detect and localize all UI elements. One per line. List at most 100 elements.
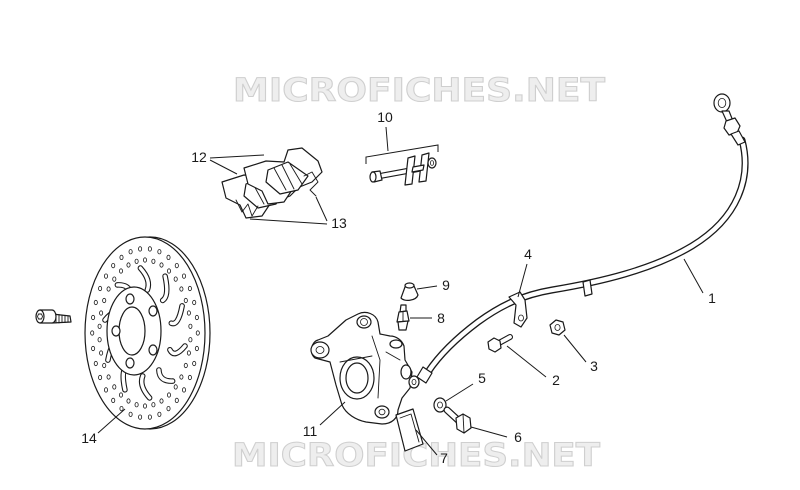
- disc-hole: [187, 374, 192, 381]
- disc-hole: [151, 258, 156, 264]
- disc-hole: [97, 337, 102, 343]
- disc-hole: [119, 392, 124, 398]
- disc-hole: [119, 405, 124, 412]
- callout-1: 1: [708, 290, 716, 306]
- leader-5: [445, 383, 474, 402]
- disc-hole: [181, 273, 186, 279]
- disc-hole: [159, 262, 164, 268]
- disc-hole: [128, 249, 133, 255]
- disc-slot: [138, 266, 151, 292]
- disc-hole: [119, 254, 124, 260]
- disc-hole: [97, 323, 102, 329]
- leader-11: [319, 401, 346, 426]
- leader-14: [97, 408, 126, 434]
- callout-13: 13: [331, 215, 347, 231]
- disc-hole: [187, 285, 192, 292]
- disc-holes: [90, 246, 200, 420]
- disc-bolt-holes: [111, 293, 158, 369]
- leader-6: [470, 426, 508, 438]
- disc-hole: [166, 392, 171, 398]
- leader-9: [416, 285, 438, 290]
- leader-12: [209, 154, 265, 175]
- watermark-top: MICROFICHES.NET: [233, 71, 605, 109]
- disc-hole: [91, 314, 96, 321]
- callout-7: 7: [440, 450, 448, 466]
- disc-hole: [192, 299, 197, 306]
- callout-4: 4: [524, 246, 532, 262]
- washer: [433, 397, 447, 413]
- disc-hole: [192, 360, 197, 367]
- disc-hole: [188, 323, 193, 329]
- disc-hole: [188, 337, 193, 343]
- disc-slot: [168, 344, 187, 356]
- disc-screw: [35, 309, 72, 324]
- callout-11: 11: [303, 423, 318, 439]
- disc-hole: [99, 350, 104, 356]
- disc-hole: [173, 276, 178, 282]
- disc-hole: [181, 387, 186, 393]
- disc-hole: [111, 397, 116, 403]
- hose-clip: [508, 291, 528, 328]
- callout-10: 10: [377, 109, 393, 125]
- disc-slot: [157, 368, 175, 383]
- disc-hole: [134, 402, 139, 408]
- leader-2: [506, 345, 547, 378]
- disc-hole: [194, 314, 199, 321]
- disc-slot: [161, 274, 169, 303]
- disc-hole: [194, 345, 199, 352]
- disc-hole: [159, 398, 164, 404]
- caliper-bolt: [443, 406, 472, 434]
- disc-hole: [166, 405, 171, 412]
- leader-1: [683, 258, 704, 294]
- disc-hole: [102, 362, 107, 369]
- disc-hole: [151, 402, 156, 408]
- leader-4: [517, 263, 528, 298]
- callout-12: 12: [191, 149, 207, 165]
- pad-spring: [235, 171, 319, 217]
- disc-hole: [128, 411, 133, 417]
- clip-nut: [549, 319, 566, 336]
- clip-bolt: [487, 334, 513, 353]
- disc-hole: [179, 286, 184, 292]
- callout-5: 5: [478, 370, 486, 386]
- brake-hose: [408, 93, 749, 389]
- disc-hole: [138, 246, 143, 252]
- disc-hole: [93, 360, 98, 367]
- callout-2: 2: [552, 372, 560, 388]
- disc-hole: [183, 362, 188, 369]
- disc-hole: [98, 374, 103, 381]
- pad-plate: [395, 408, 424, 452]
- disc-hole: [174, 262, 179, 269]
- leader-10: [365, 126, 439, 164]
- disc-hole: [147, 246, 152, 252]
- disc-hole: [157, 411, 162, 417]
- callout-3: 3: [590, 358, 598, 374]
- disc-hole: [111, 262, 116, 269]
- disc-hole: [126, 262, 131, 268]
- leader-3: [563, 334, 587, 363]
- disc-hole: [186, 350, 191, 356]
- disc-slot: [139, 374, 152, 400]
- disc-hole: [166, 254, 171, 260]
- disc-hole: [99, 310, 104, 316]
- brake-disc: [84, 236, 211, 430]
- leader-7: [415, 429, 438, 456]
- pad-pin-kit: [369, 152, 437, 186]
- callout-numbers: 1 2 3 4 5 6 7 8 9 10 11 12 13 14: [81, 109, 716, 466]
- callout-8: 8: [437, 310, 445, 326]
- disc-hole: [186, 310, 191, 316]
- disc-hole: [104, 273, 109, 279]
- disc-hole: [138, 414, 143, 420]
- disc-center-bore: [118, 306, 146, 356]
- disc-hole: [195, 330, 200, 336]
- leader-13: [249, 196, 328, 225]
- brake-caliper: [310, 311, 413, 425]
- bleed-cap: [400, 282, 419, 301]
- disc-hole: [91, 345, 96, 352]
- disc-hole: [142, 403, 147, 409]
- disc-hole: [104, 387, 109, 393]
- disc-hole: [106, 286, 111, 292]
- disc-hole: [134, 258, 139, 264]
- disc-hole: [173, 384, 178, 390]
